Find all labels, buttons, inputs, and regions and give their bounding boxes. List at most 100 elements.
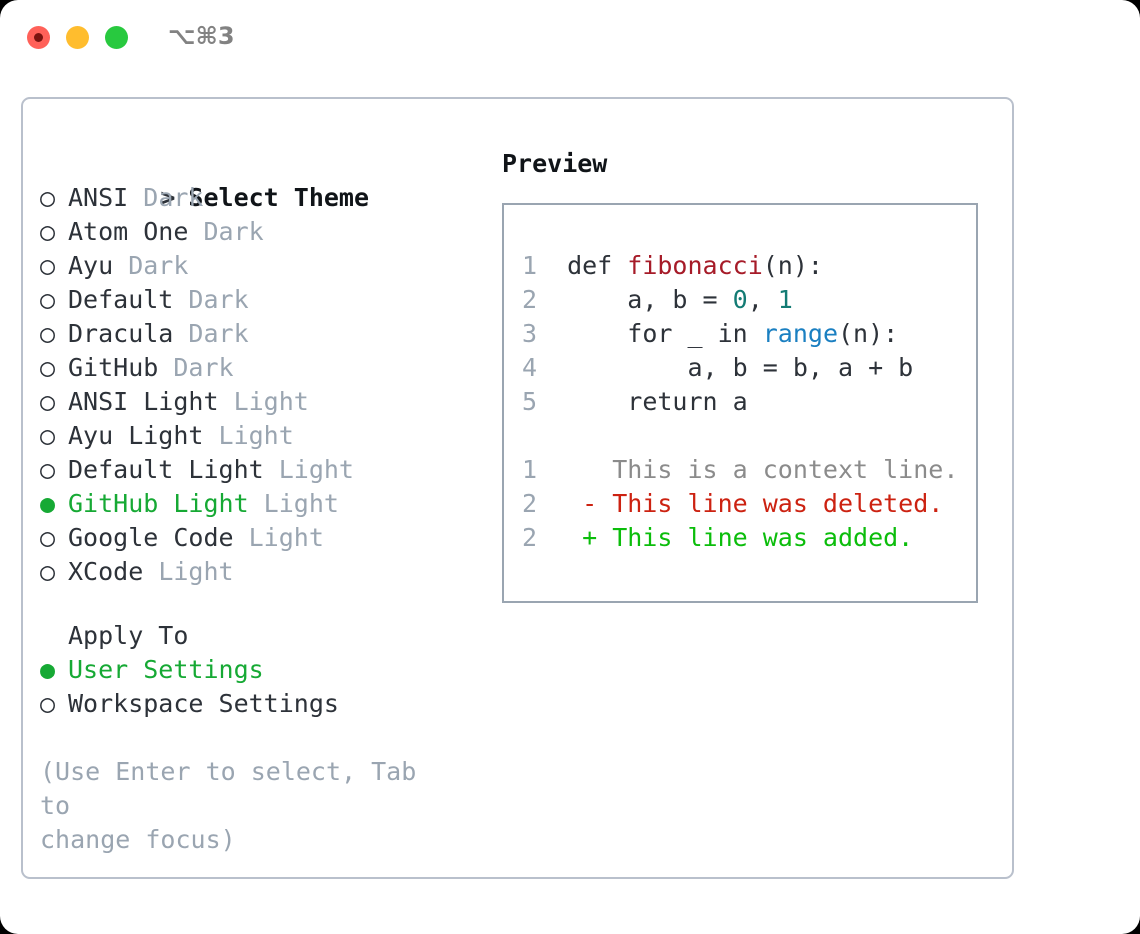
theme-item-label: Default Light bbox=[68, 455, 264, 484]
code-token: fibonacci bbox=[627, 251, 763, 280]
apply-to-item-label: Workspace Settings bbox=[68, 689, 339, 718]
line-number: 1 bbox=[522, 455, 538, 484]
preview-column: Preview 1 def fibonacci(n):2 a, b = 0, 1… bbox=[502, 147, 992, 603]
radio-unselected-icon: ○ bbox=[40, 689, 56, 718]
radio-unselected-icon: ○ bbox=[40, 387, 56, 416]
keyboard-hint: (Use Enter to select, Tab to change focu… bbox=[40, 757, 417, 854]
code-token: a, b = bbox=[627, 285, 733, 314]
code-token: for _ in bbox=[627, 319, 763, 348]
theme-item[interactable]: ○Default Dark bbox=[40, 283, 490, 317]
theme-item-variant: Light bbox=[218, 387, 309, 416]
code-token: range bbox=[762, 319, 838, 348]
select-theme-title: Select Theme bbox=[188, 183, 370, 212]
theme-item-variant: Dark bbox=[128, 183, 204, 212]
code-token: , bbox=[747, 285, 778, 314]
radio-unselected-icon: ○ bbox=[40, 557, 56, 586]
code-token: 1 bbox=[777, 285, 793, 314]
theme-item-variant: Dark bbox=[173, 285, 249, 314]
line-number: 5 bbox=[522, 387, 538, 416]
theme-item[interactable]: ○ ANSI Light Light bbox=[40, 385, 490, 419]
line-number: 3 bbox=[522, 319, 538, 348]
theme-item-label: Default bbox=[68, 285, 174, 314]
shortcut-label: ⌥⌘3 bbox=[168, 22, 235, 50]
code-indent bbox=[552, 387, 627, 416]
apply-to-label: Apply To bbox=[68, 621, 189, 650]
theme-item-variant: Light bbox=[263, 455, 354, 484]
theme-selector-column: >Select Theme ○ANSI Dark○Atom One Dark○A… bbox=[40, 147, 490, 857]
diff-text: + This line was added. bbox=[552, 523, 914, 552]
apply-to-title: Apply To bbox=[40, 619, 490, 653]
theme-item-variant: Dark bbox=[158, 353, 234, 382]
code-line: 3 for _ in range(n): bbox=[522, 317, 976, 351]
theme-item[interactable]: ○ XCode Light bbox=[40, 555, 490, 589]
theme-item-label: ANSI Light bbox=[68, 387, 219, 416]
code-token: a, b = b, a + b bbox=[687, 353, 914, 382]
code-line: 1 def fibonacci(n): bbox=[522, 249, 976, 283]
theme-item[interactable]: ●GitHub Light Light bbox=[40, 487, 490, 521]
hint-spacer bbox=[40, 721, 490, 755]
theme-item[interactable]: ○ Ayu Dark bbox=[40, 249, 490, 283]
radio-selected-icon: ● bbox=[40, 655, 56, 684]
theme-item-label: Atom One bbox=[68, 217, 189, 246]
radio-unselected-icon: ○ bbox=[40, 353, 56, 382]
theme-item-label: ANSI bbox=[68, 183, 129, 212]
theme-item[interactable]: ○ ANSI Dark bbox=[40, 181, 490, 215]
radio-unselected-icon: ○ bbox=[40, 319, 56, 348]
radio-unselected-icon: ○ bbox=[40, 183, 56, 212]
radio-unselected-icon: ○ bbox=[40, 251, 56, 280]
theme-item[interactable]: ○ Google Code Light bbox=[40, 521, 490, 555]
line-number: 4 bbox=[522, 353, 538, 382]
line-number: 2 bbox=[522, 285, 538, 314]
diff-text: This is a context line. bbox=[552, 455, 959, 484]
apply-to-item-label: User Settings bbox=[68, 655, 264, 684]
line-number: 2 bbox=[522, 523, 538, 552]
radio-unselected-icon: ○ bbox=[40, 421, 56, 450]
code-indent bbox=[552, 285, 627, 314]
theme-item-label: XCode bbox=[68, 557, 144, 586]
main-panel: >Select Theme ○ANSI Dark○Atom One Dark○A… bbox=[21, 97, 1014, 879]
maximize-button[interactable] bbox=[105, 26, 128, 49]
apply-to-item[interactable]: ● User Settings bbox=[40, 653, 490, 687]
apply-to-list: ● User Settings ○ Workspace Settings bbox=[40, 653, 490, 721]
theme-item[interactable]: ○ Dracula Dark bbox=[40, 317, 490, 351]
code-token: return a bbox=[627, 387, 748, 416]
code-token: 0 bbox=[732, 285, 748, 314]
title-bar: ⌥⌘3 bbox=[0, 0, 1140, 76]
radio-unselected-icon: ○ bbox=[40, 217, 56, 246]
code-indent bbox=[552, 251, 567, 280]
theme-item-variant: Light bbox=[233, 523, 324, 552]
code-token: (n): bbox=[762, 251, 823, 280]
minimize-button[interactable] bbox=[66, 26, 89, 49]
code-indent bbox=[552, 353, 687, 382]
select-theme-header: >Select Theme bbox=[40, 147, 490, 212]
theme-item-label: Dracula bbox=[68, 319, 174, 348]
close-button[interactable] bbox=[27, 26, 50, 49]
diff-sample: 1 This is a context line.2 - This line w… bbox=[522, 453, 976, 555]
code-line: 4 a, b = b, a + b bbox=[522, 351, 976, 385]
theme-item-label: GitHub Light bbox=[68, 489, 249, 518]
diff-text: - This line was deleted. bbox=[552, 489, 944, 518]
theme-item-variant: Light bbox=[143, 557, 234, 586]
radio-unselected-icon: ○ bbox=[40, 523, 56, 552]
theme-item[interactable]: ○ Default Light Light bbox=[40, 453, 490, 487]
code-line: 5 return a bbox=[522, 385, 976, 419]
line-number: 1 bbox=[522, 251, 538, 280]
diff-line: 2 + This line was added. bbox=[522, 521, 976, 555]
code-diff-gap bbox=[522, 419, 976, 453]
theme-item-variant: Dark bbox=[173, 319, 249, 348]
apply-to-item[interactable]: ○ Workspace Settings bbox=[40, 687, 490, 721]
diff-line: 1 This is a context line. bbox=[522, 453, 976, 487]
theme-item[interactable]: ○Ayu Light Light bbox=[40, 419, 490, 453]
theme-item-label: Google Code bbox=[68, 523, 234, 552]
theme-item-label: GitHub bbox=[68, 353, 159, 382]
list-spacer bbox=[40, 589, 490, 619]
diff-line: 2 - This line was deleted. bbox=[522, 487, 976, 521]
theme-item[interactable]: ○Atom One Dark bbox=[40, 215, 490, 249]
theme-item-label: Ayu bbox=[68, 251, 114, 280]
theme-item[interactable]: ○ GitHub Dark bbox=[40, 351, 490, 385]
radio-unselected-icon: ○ bbox=[40, 455, 56, 484]
code-token: def bbox=[567, 251, 628, 280]
theme-item-variant: Dark bbox=[113, 251, 189, 280]
